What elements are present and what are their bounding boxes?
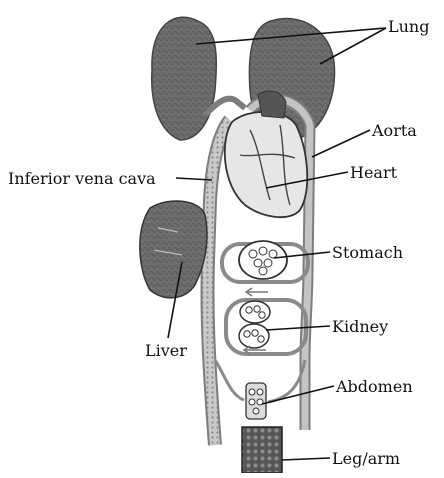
label-limb: Leg/arm (332, 450, 400, 468)
label-abdomen: Abdomen (336, 378, 413, 396)
label-kidney: Kidney (332, 318, 388, 336)
lung-left (152, 17, 217, 140)
abdomen-organ (246, 383, 266, 419)
label-stomach: Stomach (332, 244, 403, 262)
limb-block (242, 427, 282, 473)
leader-abdomen (262, 386, 334, 404)
label-aorta: Aorta (372, 122, 417, 140)
leader-kidney (266, 326, 330, 330)
leader-limb (282, 458, 330, 460)
liver-organ (140, 201, 207, 298)
stomach-organ (239, 241, 287, 279)
label-lung: Lung (388, 18, 429, 36)
label-heart: Heart (350, 164, 397, 182)
heart-organ (225, 112, 307, 217)
kidney-organ (239, 301, 270, 348)
label-liver: Liver (145, 342, 187, 360)
label-ivc: Inferior vena cava (8, 170, 156, 188)
leader-aorta (312, 130, 370, 157)
